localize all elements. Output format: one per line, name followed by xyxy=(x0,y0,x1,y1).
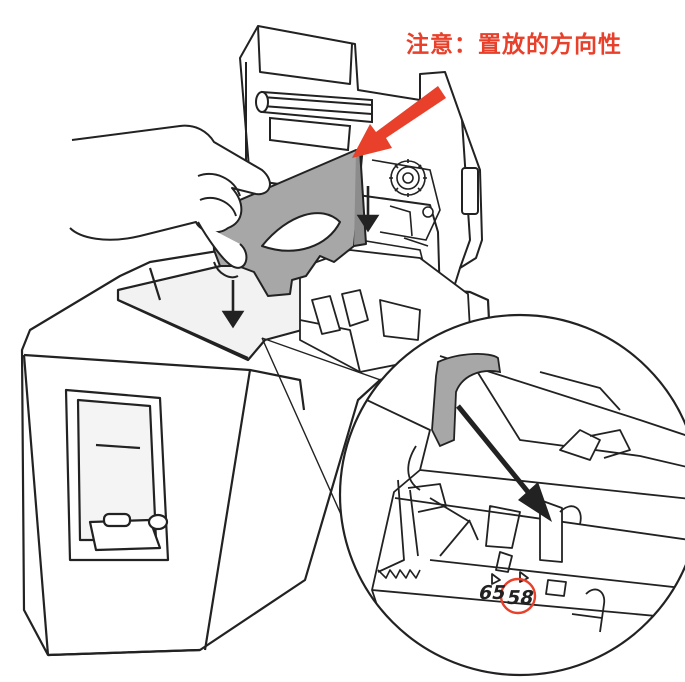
detail-callout xyxy=(261,313,685,677)
highlight-circle xyxy=(499,577,537,615)
callout-arrow-icon xyxy=(352,86,446,158)
diagonal-arrow-icon xyxy=(456,404,552,522)
paper-width-65-label: 65 xyxy=(476,582,509,604)
gear-icon xyxy=(389,159,427,197)
paper-width-58-label: 58 xyxy=(504,587,537,609)
guide-part-detail xyxy=(431,353,502,448)
down-arrow-icon xyxy=(221,186,380,329)
hand xyxy=(69,124,271,279)
orientation-note-label: 注意：置放的方向性 xyxy=(406,32,622,58)
print-roller xyxy=(255,90,373,152)
